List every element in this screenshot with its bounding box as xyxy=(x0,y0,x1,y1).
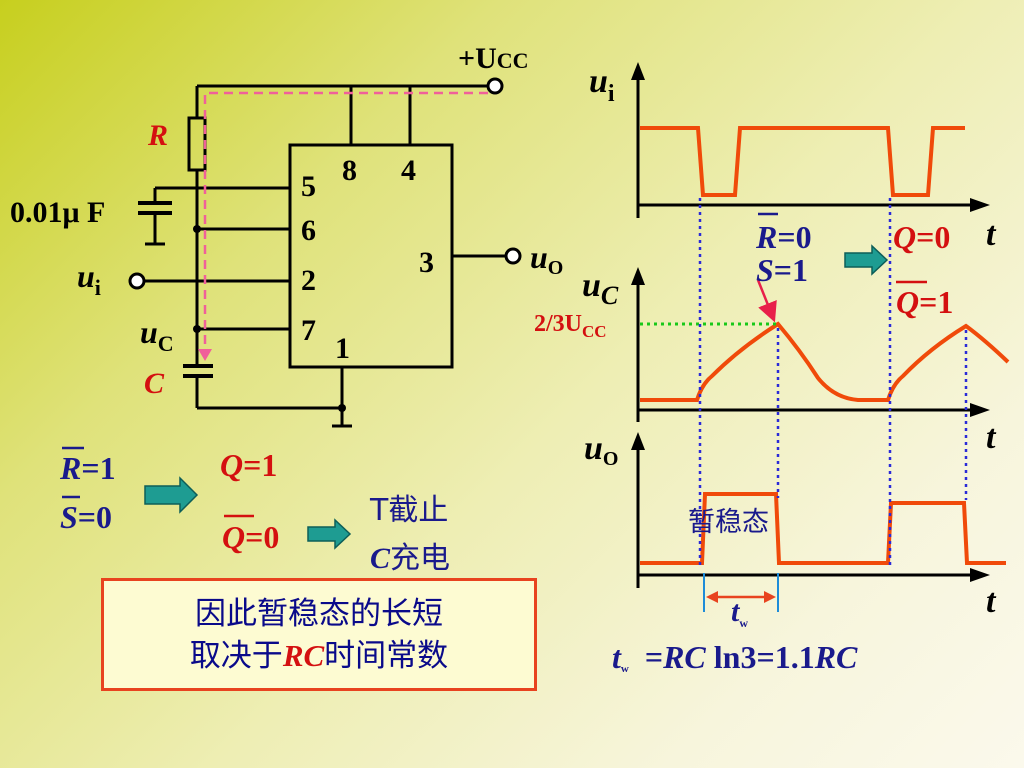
tw-label: t xyxy=(731,595,741,628)
pin-2: 2 xyxy=(301,264,316,297)
svg-text:Q=0: Q=0 xyxy=(893,219,950,255)
pin-5: 5 xyxy=(301,170,316,203)
uc-axis-label: u xyxy=(582,267,601,304)
uc-sub: C xyxy=(158,331,174,356)
svg-text:+UCC: +UCC xyxy=(458,42,529,75)
left-q-value: =1 xyxy=(243,447,277,483)
supply-terminal xyxy=(486,77,504,95)
svg-text:uO: uO xyxy=(530,239,563,279)
threshold-label: 2/3U xyxy=(534,311,582,337)
svg-text:S=0: S=0 xyxy=(60,499,112,535)
left-result-c: C xyxy=(370,542,391,575)
right-s-label: S xyxy=(756,252,774,288)
resistor xyxy=(187,116,207,172)
left-result-line1: T截止 xyxy=(369,493,448,528)
charging-path xyxy=(203,91,488,354)
left-result-arrow xyxy=(307,518,352,550)
pin-7: 7 xyxy=(301,314,316,347)
left-r-value: =1 xyxy=(81,450,115,486)
tw-sub: w xyxy=(739,616,748,630)
pin-6: 6 xyxy=(301,214,316,247)
svg-text:Q=1: Q=1 xyxy=(896,284,953,320)
output-terminal xyxy=(504,247,522,265)
supply-sub: CC xyxy=(497,48,529,73)
right-qbar-label: Q xyxy=(896,284,919,320)
right-r-label: R xyxy=(755,219,777,255)
formula-equals: = xyxy=(645,639,663,675)
pin-8: 8 xyxy=(342,154,357,187)
pointer-arrow xyxy=(756,279,777,323)
waveforms: ui uC uO t t t 2/3UCC 暂稳态 tw xyxy=(534,62,1010,630)
t-label-uo: t xyxy=(986,583,997,620)
svg-text:ui: ui xyxy=(589,63,615,107)
ui-waveform xyxy=(640,126,965,197)
right-s-value: =1 xyxy=(774,252,808,288)
formula-rc2: RC xyxy=(814,639,858,675)
uo-waveform xyxy=(640,492,1006,565)
pin-1: 1 xyxy=(335,332,350,365)
uo-axis-sub: O xyxy=(603,448,619,470)
svg-text:C充电: C充电 xyxy=(370,541,450,576)
formula-lhs: t xyxy=(612,639,622,675)
capacitor-label: C xyxy=(144,367,165,400)
input-terminal xyxy=(128,272,146,290)
right-state: R=0 S=1 Q=0 Q=1 xyxy=(755,212,953,320)
svg-text:uC: uC xyxy=(140,314,174,356)
svg-text:R=1: R=1 xyxy=(59,450,116,486)
formula-ln: ln3=1.1 xyxy=(706,639,815,675)
left-s-value: =0 xyxy=(78,499,112,535)
formula-rc: RC xyxy=(662,639,706,675)
uc-axis-sub: C xyxy=(601,281,619,310)
left-result-line2: 充电 xyxy=(390,541,450,576)
conclusion-line2: 取决于RC时间常数 xyxy=(189,637,449,674)
input-label: u xyxy=(77,258,95,294)
left-r-label: R xyxy=(59,450,81,486)
svg-text:Q=0: Q=0 xyxy=(222,519,279,555)
svg-text:uO: uO xyxy=(584,430,618,470)
left-state-arrow xyxy=(144,476,199,514)
svg-text:Q=1: Q=1 xyxy=(220,447,277,483)
svg-text:tw: tw xyxy=(731,595,748,630)
left-qbar-label: Q xyxy=(222,519,245,555)
threshold-sub: CC xyxy=(582,322,607,341)
svg-text:2/3UCC: 2/3UCC xyxy=(534,311,607,341)
svg-text:uC: uC xyxy=(582,267,619,310)
resistor-label: R xyxy=(147,119,168,152)
pulse-label: 暂稳态 xyxy=(688,507,769,538)
t-label-uc: t xyxy=(986,419,997,456)
supply-label: +U xyxy=(458,42,497,75)
ui-axis-label: u xyxy=(589,63,608,100)
pin-3: 3 xyxy=(419,246,434,279)
output-sub: O xyxy=(548,257,564,279)
conclusion-line1: 因此暂稳态的长短 xyxy=(195,595,443,632)
svg-text:R=0: R=0 xyxy=(755,219,812,255)
uo-axis-label: u xyxy=(584,430,603,467)
right-r-value: =0 xyxy=(777,219,811,255)
left-s-label: S xyxy=(60,499,78,535)
right-q-value: =0 xyxy=(916,219,950,255)
right-qbar-value: =1 xyxy=(919,284,953,320)
formula-lhs-sub: w xyxy=(621,663,629,675)
output-label: u xyxy=(530,239,548,275)
decap-label: 0.01μ F xyxy=(10,196,105,229)
left-qbar-value: =0 xyxy=(245,519,279,555)
t-label-ui: t xyxy=(986,216,997,253)
input-sub: i xyxy=(95,275,101,300)
svg-text:S=1: S=1 xyxy=(756,252,808,288)
uc-waveform xyxy=(640,321,1010,402)
pin-4: 4 xyxy=(401,154,416,187)
svg-text:ui: ui xyxy=(77,258,101,300)
left-q-label: Q xyxy=(220,447,243,483)
right-state-arrow xyxy=(844,244,889,276)
ui-axis-sub: i xyxy=(608,81,615,107)
left-state: R=1 S=0 Q=1 Q=0 T截止 C充电 xyxy=(59,446,450,576)
conclusion-box: 因此暂稳态的长短 取决于RC时间常数 xyxy=(101,578,537,691)
circuit: +UCC R C 0.01μ F ui uC uO 8 4 5 6 2 7 3 … xyxy=(10,42,563,428)
formula: tw=RC ln3=1.1RC xyxy=(612,639,858,675)
right-q-label: Q xyxy=(893,219,916,255)
uc-label: u xyxy=(140,314,158,350)
